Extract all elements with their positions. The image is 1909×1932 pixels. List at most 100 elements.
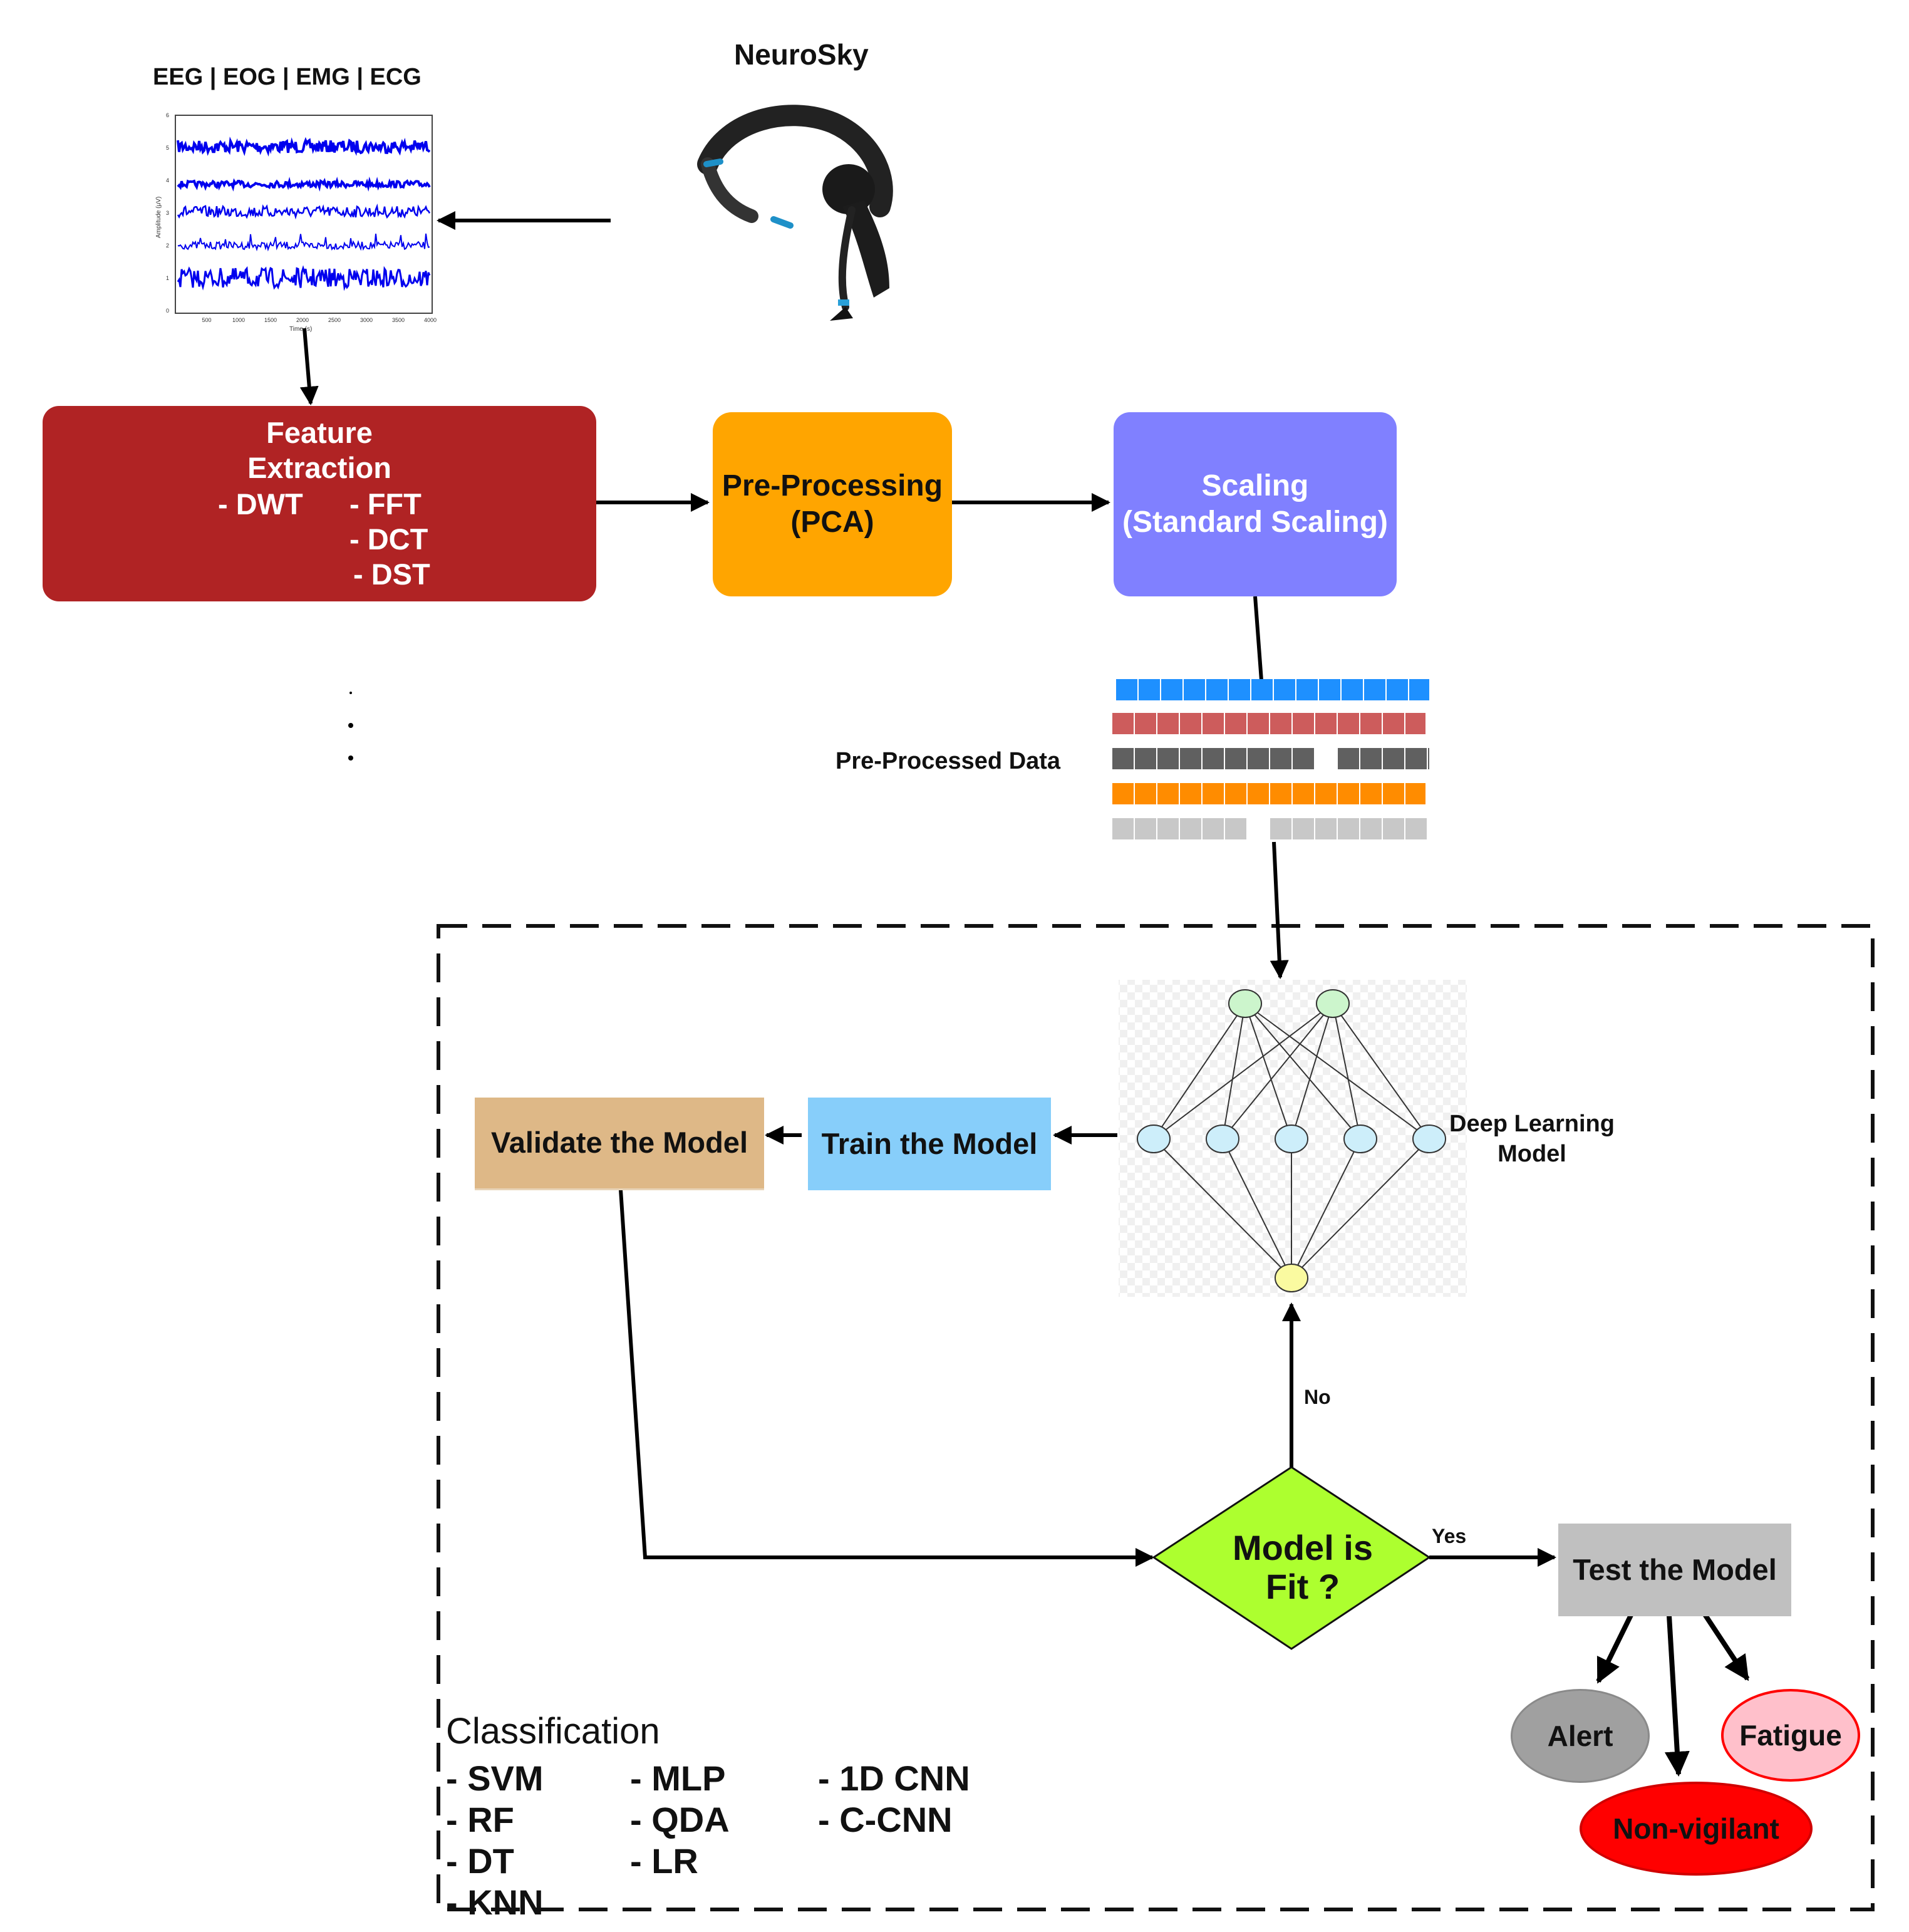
train-model-label: Train the Model — [821, 1126, 1038, 1160]
data-cell — [1225, 713, 1246, 734]
arrow-validate-to-decision — [618, 1180, 1154, 1567]
data-cell — [1428, 748, 1429, 769]
data-cell — [1248, 748, 1269, 769]
outcome-fatigue: Fatigue — [1721, 1689, 1860, 1782]
network-edge — [1291, 1003, 1333, 1140]
plot-y-axis-label: Amplitude (μV) — [155, 197, 162, 238]
data-cell — [1383, 783, 1404, 804]
output-node — [1275, 1264, 1308, 1292]
plot-y-tick: 1 — [166, 275, 169, 281]
data-cell — [1135, 783, 1156, 804]
data-cell — [1383, 748, 1404, 769]
data-cell — [1225, 783, 1246, 804]
data-cell — [1360, 713, 1382, 734]
data-cell — [1161, 679, 1182, 700]
data-cell — [1296, 679, 1318, 700]
data-cell — [1364, 679, 1385, 700]
data-cell — [1203, 748, 1224, 769]
classifier-item: - KNN — [446, 1883, 544, 1922]
preprocessing-title: Pre-Processing — [722, 469, 943, 503]
data-cell — [1135, 713, 1156, 734]
arrow-signals-to-feature — [299, 328, 319, 405]
method-fft: - FFT — [349, 487, 422, 521]
data-cell — [1315, 818, 1337, 839]
classifier-item: - LR — [630, 1841, 698, 1881]
network-edge — [1244, 1003, 1430, 1140]
plot-x-tick: 1500 — [264, 317, 277, 323]
deep-learning-network — [1119, 980, 1467, 1297]
input-node — [1316, 989, 1350, 1018]
data-cell — [1405, 713, 1425, 734]
decision-yes-label: Yes — [1432, 1525, 1467, 1547]
feature-extraction-box: Feature Extraction - DWT - FFT - DCT - D… — [43, 406, 596, 601]
scaling-title: Scaling — [1201, 469, 1309, 503]
data-cell — [1135, 748, 1156, 769]
network-edge — [1222, 1138, 1292, 1279]
plot-x-axis-label: Time (s) — [289, 326, 312, 333]
data-cell — [1270, 783, 1291, 804]
data-cell — [1383, 818, 1404, 839]
plot-x-tick: 500 — [202, 317, 211, 323]
data-cell — [1180, 713, 1201, 734]
network-edge — [1222, 1003, 1333, 1140]
network-edge — [1222, 1003, 1246, 1140]
test-model-box: Test the Model — [1558, 1524, 1791, 1616]
arrow-data-to-network — [1270, 841, 1289, 979]
plot-y-tick: 5 — [166, 145, 169, 151]
classifier-item: - SVM — [446, 1758, 544, 1798]
data-cell — [1157, 818, 1179, 839]
signal-traces — [177, 137, 431, 291]
data-cell — [1274, 679, 1295, 700]
classifier-item: - C-CNN — [818, 1800, 953, 1839]
classifier-item: - 1D CNN — [818, 1758, 970, 1798]
signal-plot-title: EEG | EOG | EMG | ECG — [153, 64, 422, 90]
plot-x-tick: 3000 — [360, 317, 373, 323]
data-cell — [1112, 783, 1134, 804]
data-cell — [1338, 783, 1359, 804]
data-cell — [1293, 783, 1314, 804]
signal-trace — [177, 137, 431, 157]
data-cell — [1225, 818, 1246, 839]
data-cell — [1180, 748, 1201, 769]
method-dwt: - DWT — [218, 487, 303, 521]
network-edge — [1244, 1003, 1361, 1140]
data-cell — [1229, 679, 1250, 700]
hidden-node — [1137, 1124, 1171, 1153]
network-nodes — [1137, 989, 1446, 1292]
data-cell — [1315, 713, 1337, 734]
method-dst: - DST — [353, 558, 430, 591]
data-cell — [1206, 679, 1228, 700]
plot-x-tick: 3500 — [392, 317, 405, 323]
input-node — [1228, 989, 1262, 1018]
network-label-line2: Model — [1498, 1141, 1566, 1167]
data-cell — [1360, 783, 1382, 804]
classification-title: Classification — [446, 1711, 660, 1752]
decision-line1: Model is — [1232, 1528, 1374, 1567]
connector-scaling-to-data — [1253, 596, 1263, 681]
signal-trace — [177, 265, 431, 291]
data-cell — [1383, 713, 1404, 734]
hidden-node — [1206, 1124, 1239, 1153]
data-cell — [1139, 679, 1160, 700]
data-cell — [1405, 818, 1427, 839]
feature-extraction-subtitle: Extraction — [247, 451, 391, 484]
data-cell — [1248, 713, 1269, 734]
outcome-alert: Alert — [1511, 1689, 1650, 1783]
test-model-label: Test the Model — [1573, 1552, 1777, 1586]
data-cell — [1270, 818, 1291, 839]
decision-no-label: No — [1304, 1386, 1331, 1408]
arrow-test-to-nonvigilant — [1664, 1604, 1690, 1777]
data-cell — [1157, 713, 1179, 734]
arrow-test-to-alert — [1596, 1604, 1638, 1684]
classification-column-3: - 1D CNN - C-CNN — [818, 1758, 970, 1841]
network-edge — [1332, 1003, 1430, 1140]
network-label-line1: Deep Learning — [1449, 1111, 1615, 1137]
decision-text: Model is Fit ? — [1177, 1529, 1428, 1606]
plot-x-tick: 4000 — [424, 317, 437, 323]
network-edge — [1244, 1003, 1292, 1140]
data-cell — [1338, 748, 1359, 769]
neurosky-headset-icon — [697, 105, 893, 321]
